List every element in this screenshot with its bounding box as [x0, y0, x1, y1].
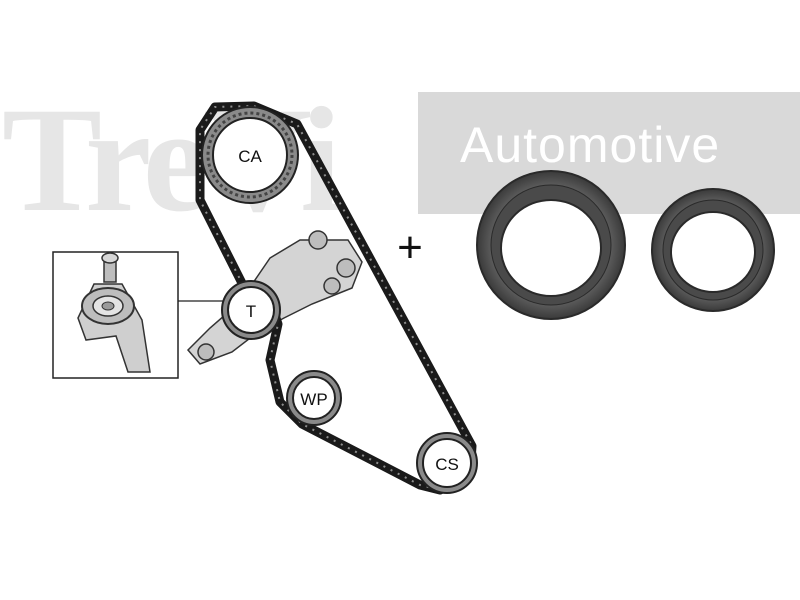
camshaft-pulley	[201, 106, 299, 204]
water-pump-pulley	[286, 370, 342, 426]
crankshaft-pulley	[416, 432, 478, 494]
small-shaft-seal	[651, 188, 775, 312]
crankshaft-label: CS	[435, 455, 459, 474]
camshaft-label: CA	[238, 147, 262, 166]
tagline-text: Automotive	[460, 117, 721, 173]
tensioner-label: T	[246, 302, 256, 321]
water-pump-label: WP	[300, 390, 327, 409]
tensioner-pulley	[221, 280, 281, 340]
tensioner-inset	[52, 251, 227, 379]
plus-sign: +	[397, 223, 423, 272]
large-shaft-seal	[476, 170, 626, 320]
